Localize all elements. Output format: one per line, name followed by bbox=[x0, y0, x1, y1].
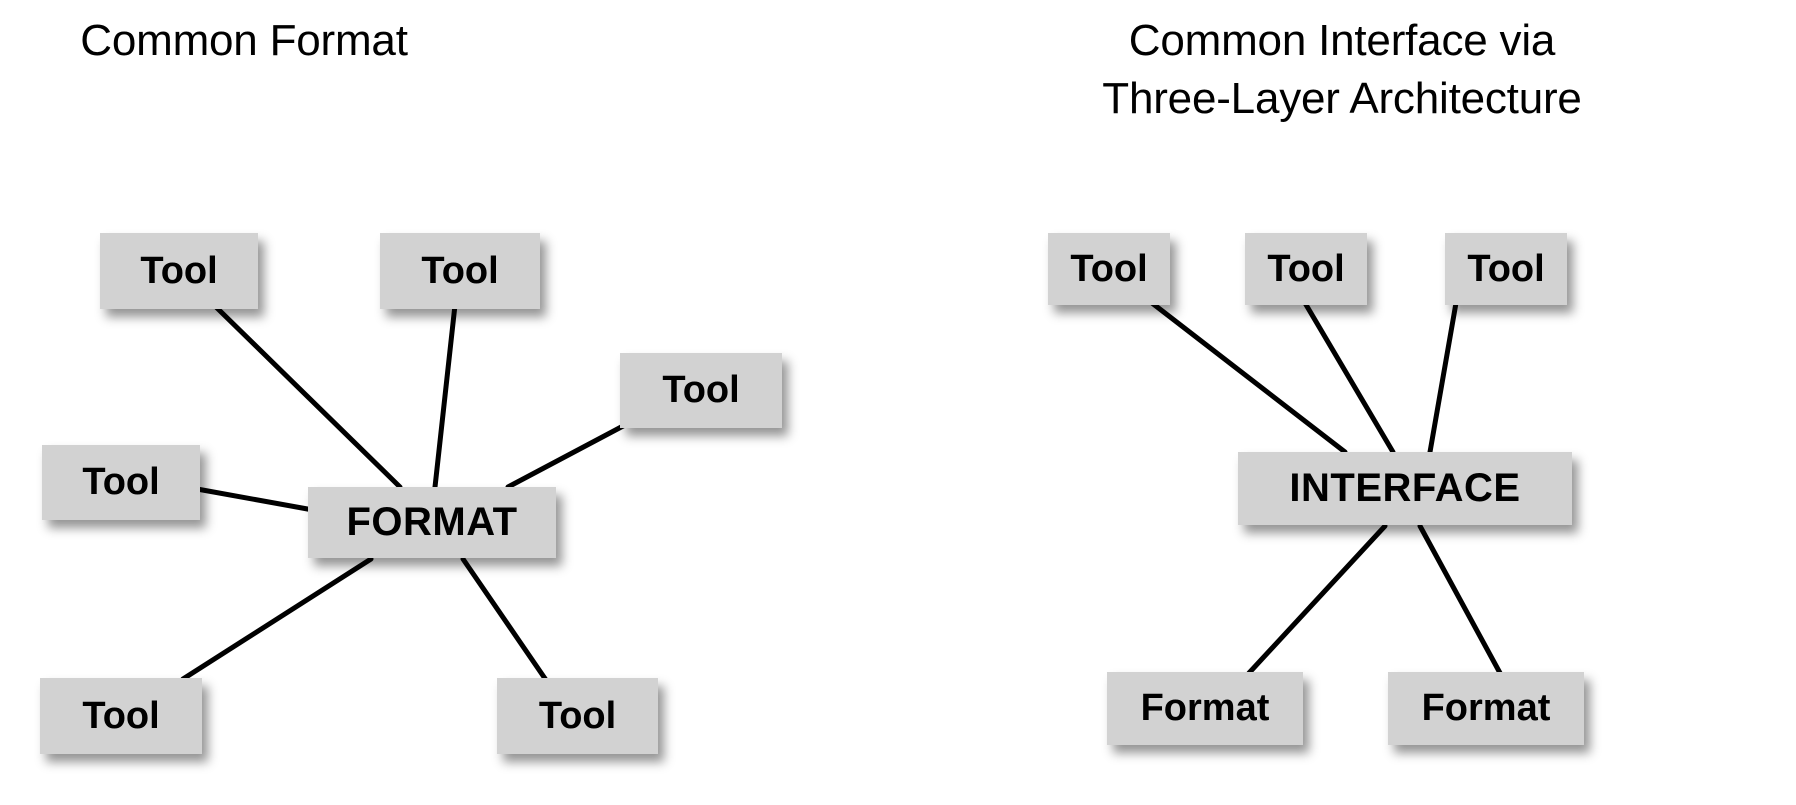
node-format[interactable]: Format bbox=[1107, 672, 1303, 745]
node-tool[interactable]: Tool bbox=[1445, 233, 1567, 305]
node-label: Format bbox=[1140, 687, 1270, 729]
node-label: Tool bbox=[82, 694, 160, 737]
node-tool[interactable]: Tool bbox=[620, 353, 782, 428]
node-tool[interactable]: Tool bbox=[380, 233, 540, 309]
node-tool[interactable]: Tool bbox=[100, 233, 258, 309]
node-format-hub[interactable]: FORMAT bbox=[308, 487, 556, 558]
panel-common-interface: Common Interface via Three-Layer Archite… bbox=[898, 0, 1796, 805]
node-format[interactable]: Format bbox=[1388, 672, 1584, 745]
node-label: Tool bbox=[538, 694, 617, 737]
panel-left-title: Common Format bbox=[80, 16, 408, 65]
panel-right-title: Common Interface via Three-Layer Archite… bbox=[1102, 16, 1582, 123]
node-interface-hub[interactable]: INTERFACE bbox=[1238, 452, 1572, 525]
node-tool[interactable]: Tool bbox=[497, 678, 658, 754]
node-tool[interactable]: Tool bbox=[40, 678, 202, 754]
node-label: Tool bbox=[1070, 247, 1148, 290]
node-label: Tool bbox=[1467, 247, 1545, 290]
panel-common-format: Common Format bbox=[80, 16, 408, 65]
node-tool[interactable]: Tool bbox=[1245, 233, 1367, 305]
node-tool[interactable]: Tool bbox=[1048, 233, 1170, 305]
node-label: Format bbox=[1421, 687, 1551, 729]
node-label: Tool bbox=[662, 369, 740, 411]
node-label: Tool bbox=[82, 461, 160, 503]
node-label: FORMAT bbox=[346, 500, 518, 544]
node-label: INTERFACE bbox=[1289, 466, 1521, 510]
node-label: Tool bbox=[421, 249, 499, 292]
node-tool[interactable]: Tool bbox=[42, 445, 200, 520]
node-label: Tool bbox=[140, 249, 218, 292]
node-label: Tool bbox=[1267, 247, 1345, 290]
